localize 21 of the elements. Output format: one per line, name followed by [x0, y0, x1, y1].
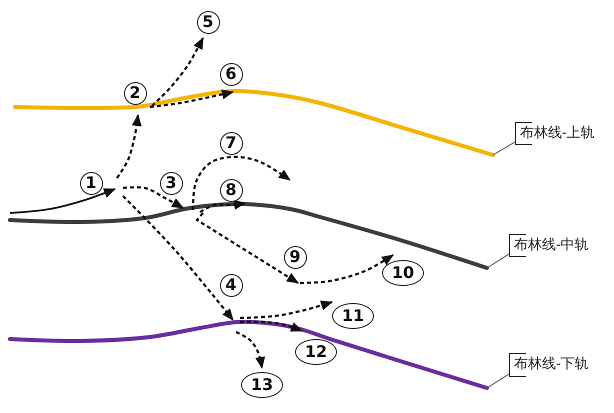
- leader-line: [486, 254, 510, 268]
- rail-label: 布林线-上轨: [515, 122, 597, 145]
- callout-number: 11: [332, 303, 374, 329]
- callout-number: 1: [80, 172, 102, 194]
- callout-number: 9: [284, 246, 306, 268]
- callout-number: 12: [295, 339, 337, 365]
- leader-line: [492, 142, 516, 156]
- callout-number: 3: [160, 172, 182, 194]
- rail-label: 布林线-下轨: [509, 353, 591, 377]
- callout-number: 4: [220, 274, 242, 296]
- callout-number: 2: [124, 82, 146, 104]
- callout-number: 6: [220, 62, 242, 86]
- leader-line: [486, 374, 510, 388]
- callout-number: 10: [382, 260, 424, 286]
- callout-number: 8: [220, 178, 242, 202]
- lower-band-line: [8, 320, 489, 390]
- direction-arrow: [122, 195, 234, 321]
- callout-number: 7: [220, 132, 242, 154]
- callout-number: 5: [196, 10, 220, 34]
- rail-label: 布林线-中轨: [509, 234, 591, 257]
- callout-number: 13: [241, 372, 283, 398]
